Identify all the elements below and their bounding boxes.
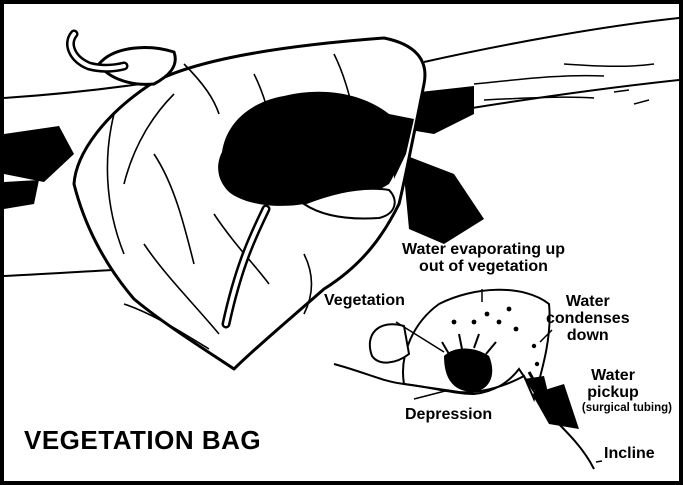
label-depression: Depression [405, 407, 492, 424]
vegetation-clump-small [442, 334, 496, 392]
label-water-pickup-line3: (surgical tubing) [554, 402, 672, 414]
figure-title: VEGETATION BAG [24, 425, 261, 456]
background-ridges [474, 64, 654, 104]
label-water-pickup-line1: Water [554, 368, 672, 385]
label-water-evaporating: Water evaporating up out of vegetation [402, 242, 565, 276]
label-water-condenses-line2: condenses [546, 311, 630, 328]
label-water-condenses-line1: Water [546, 294, 630, 311]
label-water-evaporating-line2: out of vegetation [402, 259, 565, 276]
label-water-pickup-line2: pickup [554, 385, 672, 402]
label-water-condenses: Water condenses down [546, 294, 630, 344]
bag-tied-end [370, 324, 409, 362]
label-water-evaporating-line1: Water evaporating up [402, 242, 565, 259]
label-incline: Incline [604, 446, 655, 463]
label-water-pickup: Water pickup (surgical tubing) [554, 368, 672, 414]
label-water-condenses-line3: down [546, 328, 630, 345]
label-vegetation: Vegetation [324, 293, 405, 310]
